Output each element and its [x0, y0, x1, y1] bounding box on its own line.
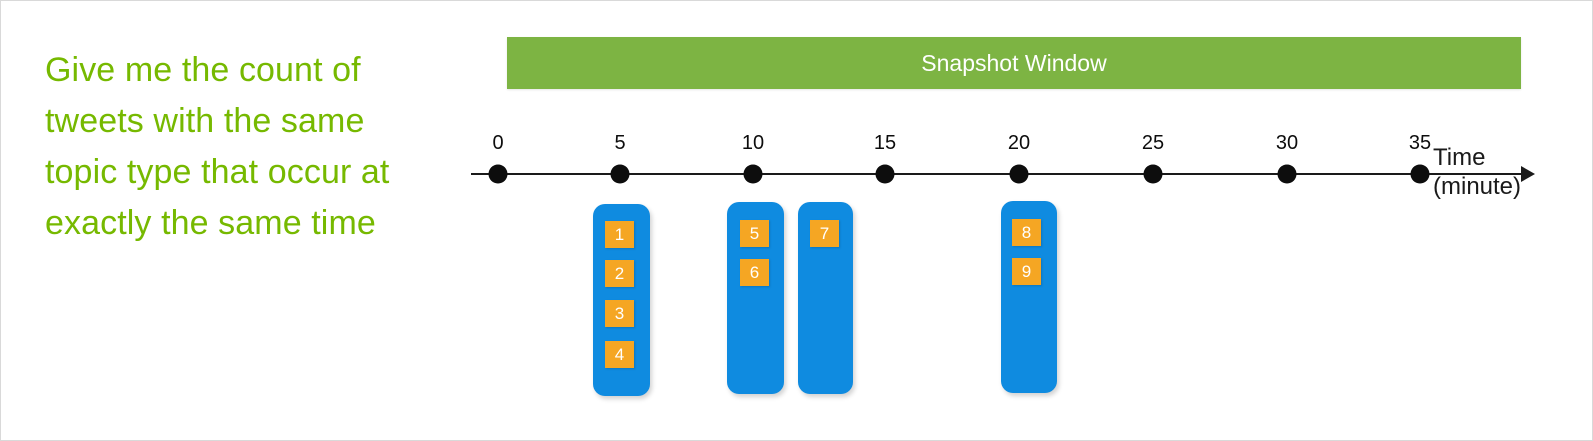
tweet-item-box[interactable]: 4: [605, 341, 634, 368]
tweet-item-box[interactable]: 9: [1012, 258, 1041, 285]
timeline-axis-line: [471, 173, 1529, 175]
timeline-tick-label: 15: [873, 132, 897, 154]
timeline-tick-dot: [1277, 164, 1297, 184]
timeline-axis-title: Time (minute): [1433, 143, 1521, 201]
timeline-tick-label: 10: [741, 132, 765, 154]
timeline-tick-dot: [875, 164, 895, 184]
tweet-item-box[interactable]: 7: [810, 220, 839, 247]
timeline-tick-label: 5: [614, 132, 626, 154]
tweet-item-box[interactable]: 8: [1012, 219, 1041, 246]
timeline-tick-label: 20: [1007, 132, 1031, 154]
timeline-tick-dot: [743, 164, 763, 184]
timeline-tick-label: 0: [492, 132, 504, 154]
tweet-item-box[interactable]: 3: [605, 300, 634, 327]
tweet-item-box[interactable]: 1: [605, 221, 634, 248]
axis-unit-text: (minute): [1433, 173, 1522, 200]
timeline-tick-label: 25: [1141, 132, 1165, 154]
timeline-tick-label: 35: [1408, 132, 1432, 154]
tweet-item-box[interactable]: 5: [740, 220, 769, 247]
timeline-arrow-icon: [1521, 166, 1535, 182]
timeline-tick-dot: [1410, 164, 1430, 184]
prompt-text: Give me the count of tweets with the sam…: [45, 51, 400, 242]
snapshot-window-banner: Snapshot Window: [507, 37, 1521, 89]
tweet-item-box[interactable]: 2: [605, 260, 634, 287]
tweet-item-box[interactable]: 6: [740, 259, 769, 286]
timeline-tick-dot: [1143, 164, 1163, 184]
snapshot-window-label: Snapshot Window: [921, 49, 1107, 76]
axis-title-text: Time: [1433, 144, 1486, 171]
timeline-tick-dot: [610, 164, 630, 184]
timeline-tick-dot: [1009, 164, 1029, 184]
timeline-tick-dot: [488, 164, 508, 184]
timeline-tick-label: 30: [1275, 132, 1299, 154]
